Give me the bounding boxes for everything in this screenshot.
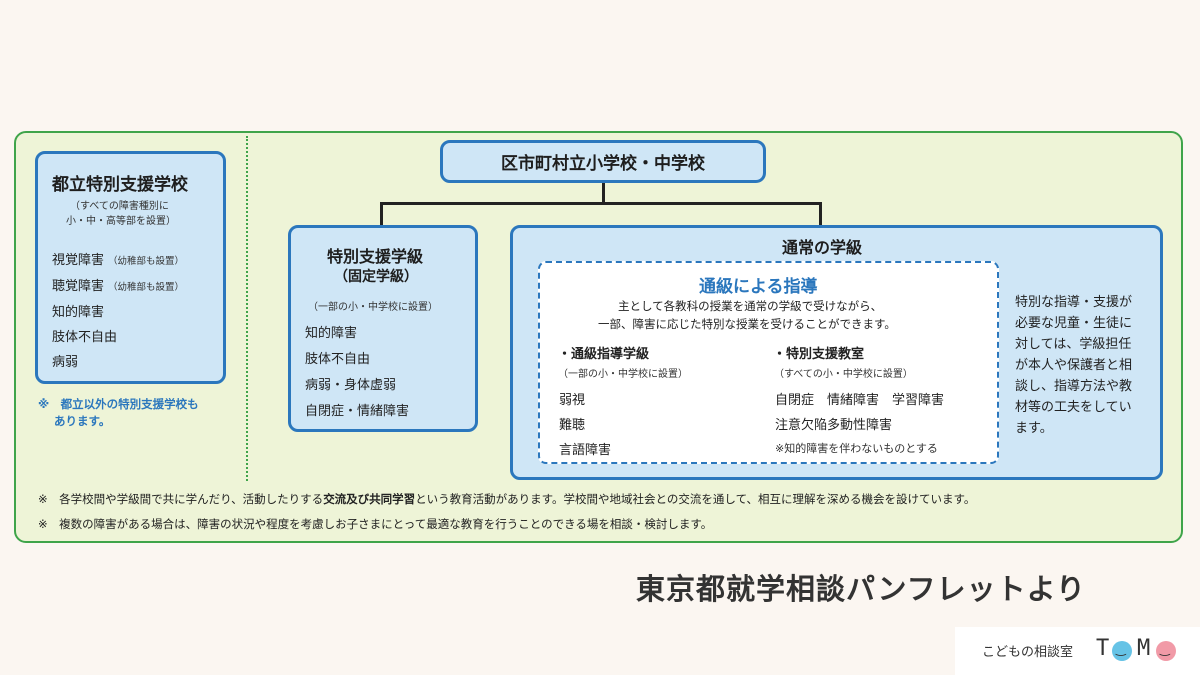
- tokubetsu-class-subtitle: （固定学級）: [334, 269, 418, 285]
- tokubetsu-school-box: [35, 151, 226, 384]
- tsukyu-right-item: ※知的障害を伴わないものとする: [775, 442, 938, 455]
- connector-vertical-top: [602, 183, 605, 203]
- logo-letter-t: T: [1096, 636, 1110, 661]
- tokubetsu-class-item: 知的障害: [305, 326, 358, 341]
- tsukyu-right-sub: （すべての小・中学校に設置）: [774, 369, 913, 380]
- footnote-2: ※ 複数の障害がある場合は、障害の状況や程度を考慮しお子さまにとって最適な教育を…: [38, 517, 713, 531]
- regular-class-side-text: 対しては、学級担任: [1015, 337, 1132, 352]
- municipal-school-title: 区市町村立小学校・中学校: [501, 154, 705, 174]
- tokubetsu-school-item: 病弱: [52, 355, 79, 370]
- tokubetsu-school-title: 都立特別支援学校: [52, 175, 188, 195]
- tsukyu-desc2: 一部、障害に応じた特別な授業を受けることができます。: [598, 317, 896, 331]
- tsukyu-left-heading: ・通級指導学級: [558, 347, 650, 362]
- dotted-divider: [246, 136, 248, 481]
- regular-class-side-text: 特別な指導・支援が: [1015, 295, 1133, 310]
- connector-horizontal: [380, 202, 821, 205]
- tsukyu-left-item: 弱視: [559, 393, 586, 408]
- regular-class-side-text: 必要な児童・生徒に: [1015, 316, 1133, 331]
- municipal-school-box: 区市町村立小学校・中学校: [440, 140, 766, 183]
- tokubetsu-class-sub: （一部の小・中学校に設置）: [308, 302, 438, 313]
- smile-face-icon: [1156, 641, 1176, 661]
- tsukyu-left-sub: （一部の小・中学校に設置）: [558, 369, 688, 380]
- tokubetsu-school-item: 知的障害: [52, 305, 105, 320]
- tokubetsu-class-item: 病弱・身体虚弱: [305, 378, 397, 393]
- tokubetsu-class-box: [288, 225, 478, 432]
- regular-class-side-text: ます。: [1015, 421, 1053, 436]
- tsukyu-title: 通級による指導: [699, 277, 818, 297]
- smile-face-icon: [1112, 641, 1132, 661]
- tokubetsu-school-note2: あります。: [54, 414, 111, 428]
- tsukyu-left-item: 言語障害: [559, 443, 612, 458]
- regular-class-side-text: が本人や保護者と相: [1015, 358, 1133, 373]
- tokubetsu-school-sub2: 小・中・高等部を設置）: [66, 216, 176, 227]
- tsukyu-desc1: 主として各教科の授業を通常の学級で受けながら、: [618, 299, 883, 313]
- source-credit: 東京都就学相談パンフレットより: [636, 572, 1087, 606]
- tokubetsu-class-item: 自閉症・情緒障害: [305, 404, 410, 419]
- regular-class-side-text: 材等の工夫をしてい: [1015, 400, 1132, 415]
- tokubetsu-school-sub1: （すべての障害種別に: [70, 201, 169, 212]
- tsukyu-left-item: 難聴: [559, 418, 586, 433]
- connector-right-down: [819, 202, 822, 226]
- logo-letter-m: M: [1137, 636, 1151, 661]
- tokubetsu-school-item: 視覚障害（幼稚部も設置）: [52, 253, 185, 268]
- tsukyu-box: [538, 261, 999, 464]
- tokubetsu-class-title: 特別支援学級: [327, 247, 424, 266]
- connector-left-down: [380, 202, 383, 226]
- tokubetsu-class-item: 肢体不自由: [305, 352, 371, 367]
- tokubetsu-school-item: 肢体不自由: [52, 330, 118, 345]
- regular-class-title: 通常の学級: [782, 238, 863, 257]
- logo-text: こどもの相談室: [982, 645, 1074, 660]
- tsukyu-right-heading: ・特別支援教室: [773, 347, 865, 362]
- tsukyu-right-item: 自閉症 情緒障害 学習障害: [775, 393, 945, 408]
- footnote-1: ※ 各学校間や学級間で共に学んだり、活動したりする交流及び共同学習という教育活動…: [38, 492, 976, 506]
- tokubetsu-school-item: 聴覚障害（幼稚部も設置）: [52, 279, 185, 294]
- regular-class-side-text: 談し、指導方法や教: [1015, 379, 1133, 394]
- tsukyu-right-item: 注意欠陥多動性障害: [775, 418, 893, 433]
- tokubetsu-school-note1: ※ 都立以外の特別支援学校も: [38, 397, 199, 411]
